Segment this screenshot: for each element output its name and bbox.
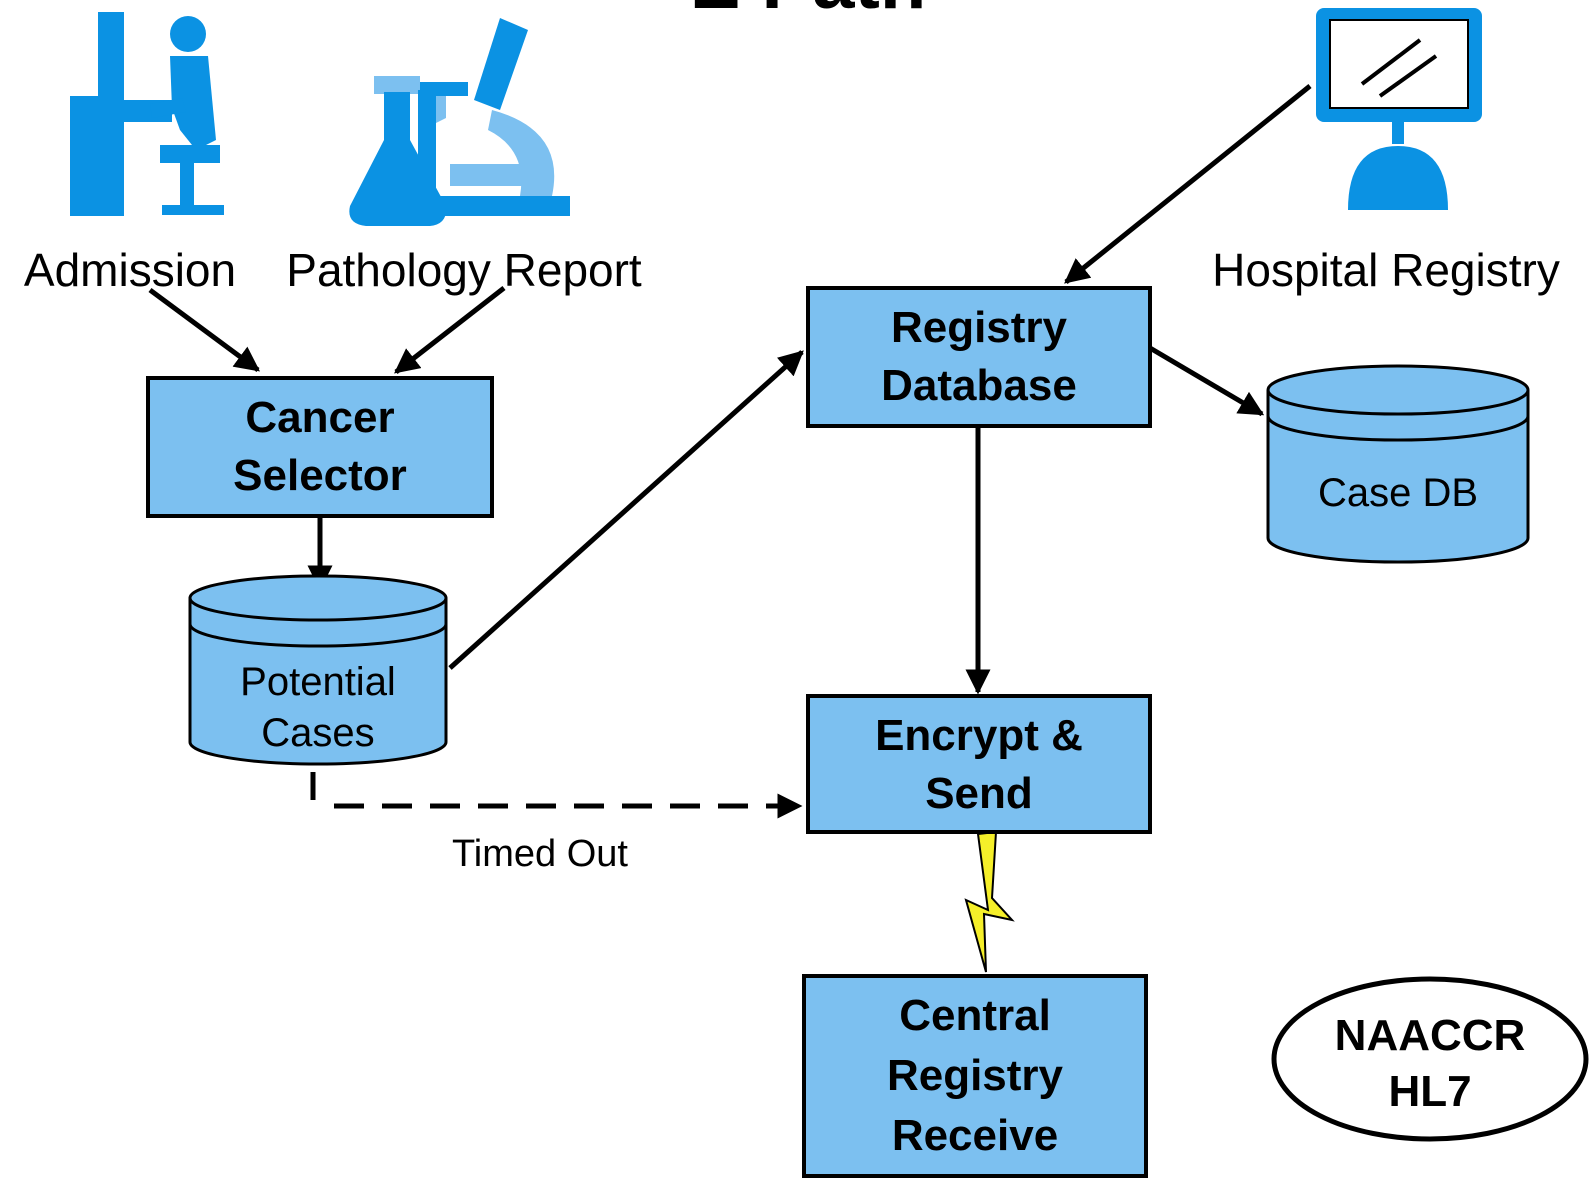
- svg-text:Selector: Selector: [233, 451, 407, 500]
- cancer-selector-box: Cancer Selector: [146, 376, 494, 518]
- svg-text:Database: Database: [881, 361, 1077, 410]
- svg-text:Encrypt &: Encrypt &: [875, 711, 1083, 760]
- admission-label: Admission: [24, 244, 236, 296]
- hospital-registry-label: Hospital Registry: [1212, 244, 1560, 296]
- diagram-title: E Path: [690, 0, 927, 25]
- svg-text:Registry: Registry: [887, 1051, 1064, 1100]
- case-db-database: Case DB: [1266, 364, 1530, 564]
- computer-monitor-icon: [1316, 8, 1482, 210]
- svg-text:Case DB: Case DB: [1318, 471, 1478, 515]
- arrow-potential-to-registry: [448, 350, 804, 670]
- naaccr-hl7-badge: NAACCR HL7: [1271, 976, 1589, 1142]
- svg-text:Cases: Cases: [261, 711, 374, 755]
- arrow-pathology-to-selector: [394, 286, 506, 374]
- central-registry-receive-box: Central Registry Receive: [802, 974, 1148, 1178]
- arrow-registry-to-casedb: [1148, 345, 1265, 417]
- arrow-monitor-to-registry: [1064, 84, 1312, 284]
- flow-arrows: [148, 84, 1312, 819]
- lab-flask-microscope-icon: [349, 18, 570, 226]
- registry-database-box: Registry Database: [806, 286, 1152, 428]
- svg-text:Send: Send: [925, 769, 1033, 818]
- lightning-bolt-icon: [964, 830, 1015, 973]
- arrow-admission-to-selector: [148, 287, 261, 373]
- timed-out-label: Timed Out: [452, 833, 628, 875]
- svg-text:Receive: Receive: [892, 1111, 1058, 1160]
- svg-text:HL7: HL7: [1388, 1067, 1471, 1116]
- svg-text:NAACCR: NAACCR: [1335, 1011, 1526, 1060]
- svg-text:Registry: Registry: [891, 303, 1068, 352]
- svg-text:Potential: Potential: [240, 660, 396, 704]
- pathology-label: Pathology Report: [286, 244, 642, 296]
- svg-text:Cancer: Cancer: [245, 393, 394, 442]
- person-at-computer-icon: [70, 12, 224, 216]
- potential-cases-database: Potential Cases: [188, 574, 448, 766]
- encrypt-send-box: Encrypt & Send: [806, 694, 1152, 834]
- svg-text:Central: Central: [899, 991, 1051, 1040]
